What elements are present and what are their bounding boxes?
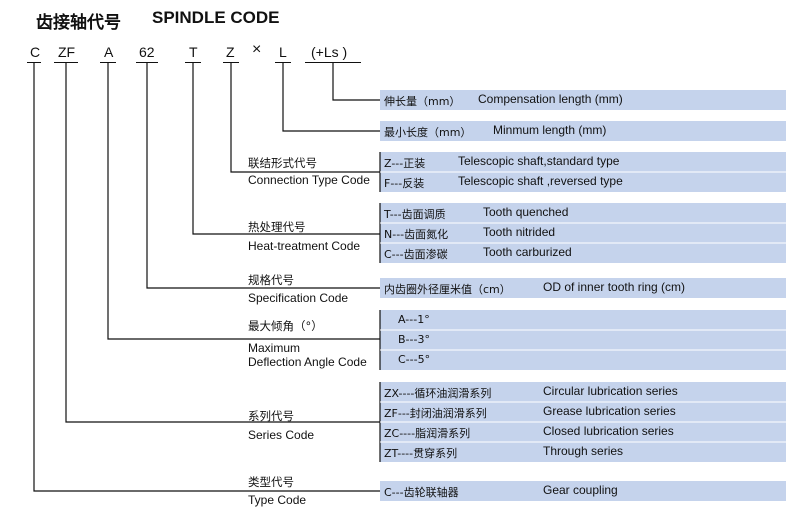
code-letter-angle: A bbox=[104, 44, 114, 60]
title-en: SPINDLE CODE bbox=[152, 8, 280, 27]
label-spec-en: Specification Code bbox=[248, 291, 349, 305]
row-series-zc: ZC----脂润滑系列 Closed lubrication series bbox=[384, 424, 674, 441]
line-spec bbox=[146, 62, 380, 289]
row-heat-t: T---齿面调质 Tooth quenched bbox=[384, 205, 568, 222]
label-heat-en: Heat-treatment Code bbox=[248, 239, 361, 253]
row-cn: ZX----循环油润滑系列 bbox=[384, 387, 492, 400]
row-en: Grease lubrication series bbox=[543, 404, 676, 418]
title-cn: 齿接轴代号 bbox=[36, 13, 121, 33]
row-en: Telescopic shaft,standard type bbox=[458, 154, 620, 168]
line-connection bbox=[230, 62, 380, 173]
row-type-c: C---齿轮联轴器 Gear coupling bbox=[384, 483, 618, 500]
code-letter-heat: T bbox=[189, 44, 198, 60]
row-en: Minmum length (mm) bbox=[493, 123, 607, 137]
row-en: Telescopic shaft ,reversed type bbox=[458, 174, 623, 188]
label-type-en: Type Code bbox=[248, 493, 307, 507]
row-compensation: 伸长量（mm） Compensation length (mm) bbox=[384, 92, 623, 109]
row-angle-b: B---3° bbox=[398, 333, 430, 346]
row-cn: ZF---封闭油润滑系列 bbox=[384, 407, 487, 420]
line-series bbox=[65, 62, 380, 423]
row-en: Tooth nitrided bbox=[483, 225, 556, 239]
row-en: Tooth quenched bbox=[483, 205, 569, 219]
band-min-length bbox=[380, 121, 786, 141]
label-angle-en2: Deflection Angle Code bbox=[248, 355, 367, 369]
row-en: Compensation length (mm) bbox=[478, 92, 623, 106]
line-heat bbox=[192, 62, 380, 235]
row-spec: 内齿圈外径厘米值（cm） OD of inner tooth ring (cm) bbox=[384, 280, 685, 297]
row-connection-z: Z---正装 Telescopic shaft,standard type bbox=[384, 154, 619, 171]
code-letter-connection: Z bbox=[226, 44, 235, 60]
label-series-cn: 系列代号 bbox=[248, 409, 294, 423]
row-cn: C---齿面渗碳 bbox=[384, 248, 448, 261]
label-spec-cn: 规格代号 bbox=[248, 273, 294, 287]
band-spec bbox=[380, 278, 786, 298]
band-heat bbox=[380, 203, 786, 263]
row-series-zx: ZX----循环油润滑系列 Circular lubrication serie… bbox=[384, 384, 678, 401]
label-series-en: Series Code bbox=[248, 428, 315, 442]
line-type bbox=[33, 62, 380, 492]
row-angle-c: C---5° bbox=[398, 353, 430, 366]
code-letter-times: × bbox=[252, 41, 262, 58]
row-cn: T---齿面调质 bbox=[384, 208, 446, 221]
row-cn: ZC----脂润滑系列 bbox=[384, 427, 471, 440]
row-cn: C---5° bbox=[398, 353, 431, 366]
line-min-length bbox=[282, 62, 380, 132]
row-cn: Z---正装 bbox=[384, 157, 426, 170]
row-cn: B---3° bbox=[398, 333, 430, 346]
label-connection-cn: 联结形式代号 bbox=[248, 156, 317, 170]
label-angle-cn: 最大倾角（°） bbox=[248, 319, 323, 333]
row-angle-a: A---1° bbox=[398, 313, 430, 326]
row-en: Closed lubrication series bbox=[543, 424, 674, 438]
row-en: Circular lubrication series bbox=[543, 384, 678, 398]
row-heat-c: C---齿面渗碳 Tooth carburized bbox=[384, 245, 572, 262]
row-cn: 内齿圈外径厘米值（cm） bbox=[384, 283, 511, 296]
row-en: Through series bbox=[543, 444, 624, 458]
label-type-cn: 类型代号 bbox=[248, 475, 294, 489]
line-angle bbox=[107, 62, 380, 340]
row-connection-f: F---反装 Telescopic shaft ,reversed type bbox=[384, 174, 623, 191]
row-en: OD of inner tooth ring (cm) bbox=[543, 280, 686, 294]
row-en: Gear coupling bbox=[543, 483, 618, 497]
code-letter-type: C bbox=[30, 44, 41, 60]
row-cn: F---反装 bbox=[384, 177, 425, 190]
row-series-zt: ZT----贯穿系列 Through series bbox=[384, 444, 623, 461]
row-min-length: 最小长度（mm） Minmum length (mm) bbox=[384, 123, 606, 140]
code-letter-compensation: (+Ls ) bbox=[311, 44, 348, 60]
line-compensation bbox=[332, 62, 380, 101]
code-letter-spec: 62 bbox=[139, 44, 155, 60]
code-letter-series: ZF bbox=[58, 44, 76, 60]
row-heat-n: N---齿面氮化 Tooth nitrided bbox=[384, 225, 555, 242]
row-cn: 伸长量（mm） bbox=[384, 95, 461, 108]
code-letter-length: L bbox=[279, 44, 287, 60]
label-angle-en1: Maximum bbox=[248, 341, 301, 355]
row-cn: ZT----贯穿系列 bbox=[384, 447, 458, 460]
row-cn: 最小长度（mm） bbox=[384, 126, 472, 139]
row-en: Tooth carburized bbox=[483, 245, 572, 259]
row-cn: N---齿面氮化 bbox=[384, 228, 449, 241]
band-angle bbox=[380, 310, 786, 370]
band-compensation bbox=[380, 90, 786, 110]
label-heat-cn: 热处理代号 bbox=[248, 220, 306, 234]
row-cn: A---1° bbox=[398, 313, 430, 326]
row-series-zf: ZF---封闭油润滑系列 Grease lubrication series bbox=[384, 404, 676, 421]
label-connection-en: Connection Type Code bbox=[248, 173, 370, 187]
band-type bbox=[380, 481, 786, 501]
row-cn: C---齿轮联轴器 bbox=[384, 486, 459, 499]
